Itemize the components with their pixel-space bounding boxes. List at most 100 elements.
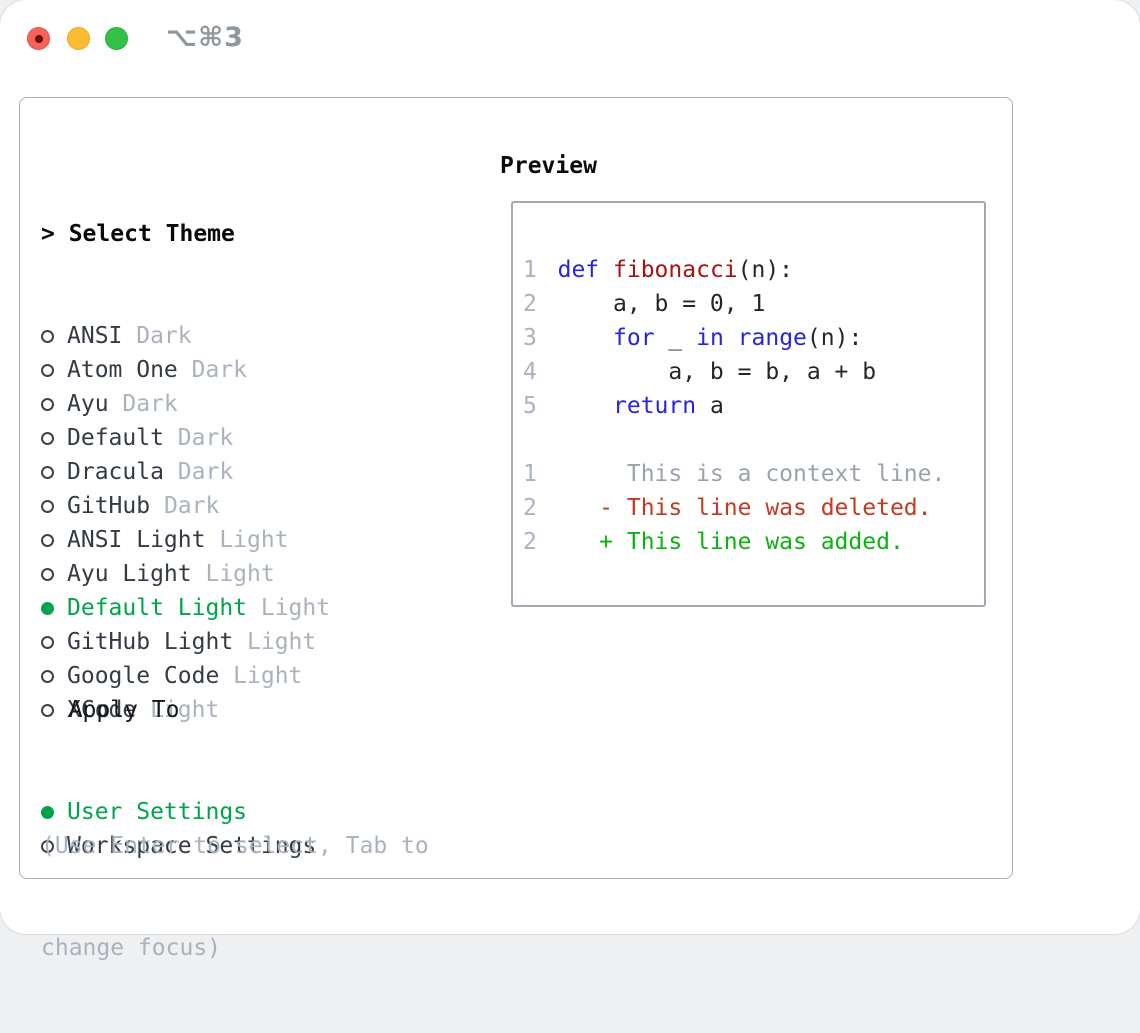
theme-option-label: Default (67, 425, 164, 451)
code-segment: _ (654, 325, 697, 351)
code-segment: - This line was deleted. (557, 495, 932, 521)
radio-icon (41, 635, 54, 649)
theme-option-variant: Dark (177, 425, 234, 451)
code-segment (724, 321, 738, 355)
line-number: 2 (523, 495, 537, 521)
radio-icon (41, 363, 54, 377)
header-cursor: > (41, 221, 69, 247)
code-line: 4 a, b = b, a + b (523, 355, 945, 389)
code-segment: def (557, 257, 600, 283)
code-line: 2 a, b = 0, 1 (523, 287, 945, 321)
theme-option-label: GitHub Light (67, 629, 234, 655)
theme-option-label: XCode (67, 697, 137, 723)
line-number: 2 (523, 529, 537, 555)
theme-option-github[interactable]: GitHub Dark (41, 489, 330, 523)
line-number: 2 (523, 291, 537, 317)
theme-option-google-code[interactable]: Google Code Light (41, 659, 330, 693)
theme-option-default[interactable]: Default Dark (41, 421, 330, 455)
theme-option-variant: Light (150, 697, 220, 723)
code-segment: in (696, 325, 724, 351)
code-segment (558, 321, 613, 355)
code-segment (599, 253, 613, 287)
theme-option-dracula[interactable]: Dracula Dark (41, 455, 330, 489)
close-button[interactable] (27, 27, 50, 50)
code-line: 1 This is a context line. (523, 457, 945, 491)
theme-option-variant: Light (205, 561, 275, 587)
code-line: 2 + This line was added. (523, 525, 945, 559)
theme-list-header: > Select Theme (41, 217, 330, 251)
theme-option-label: ANSI Light (67, 527, 206, 553)
line-number (523, 423, 558, 457)
radio-icon (41, 431, 54, 445)
theme-option-label: Ayu (67, 391, 109, 417)
theme-option-label: Atom One (67, 357, 178, 383)
code-segment: fibonacci (613, 257, 738, 283)
radio-icon (41, 601, 54, 615)
theme-option-variant: Dark (191, 357, 248, 383)
code-segment: return (613, 393, 697, 419)
apply-option-label: User Settings (67, 799, 248, 825)
line-number: 3 (523, 325, 537, 351)
radio-icon (41, 533, 54, 547)
theme-option-label: Dracula (67, 459, 164, 485)
code-line: 5 return a (523, 389, 945, 423)
code-line (523, 423, 945, 457)
theme-option-variant: Light (219, 527, 289, 553)
code-segment: a (696, 393, 724, 419)
theme-option-ansi-light[interactable]: ANSI Light Light (41, 523, 330, 557)
theme-option-variant: Dark (177, 459, 234, 485)
code-segment: a, b = b, a + b (557, 359, 877, 385)
radio-icon (41, 805, 54, 819)
preview-title: Preview (500, 153, 597, 179)
line-number: 1 (523, 257, 537, 283)
apply-option-workspace-settings[interactable]: Workspace Settings (41, 829, 316, 863)
help-text: (Use Enter to select, Tab to change focu… (41, 761, 429, 1033)
code-segment: This is a context line. (557, 461, 946, 487)
theme-option-atom-one[interactable]: Atom One Dark (41, 353, 330, 387)
theme-option-variant: Dark (122, 391, 178, 417)
theme-list-title: Select Theme (68, 221, 235, 247)
theme-option-ayu[interactable]: Ayu Dark (41, 387, 330, 421)
titlebar: ⌥⌘3 (0, 0, 1140, 76)
theme-option-xcode[interactable]: XCode Light (41, 693, 330, 727)
theme-option-label: GitHub (67, 493, 151, 519)
line-number: 4 (523, 359, 537, 385)
theme-option-label: Google Code (67, 663, 220, 689)
radio-icon (41, 329, 54, 343)
window-title: ⌥⌘3 (166, 22, 244, 53)
theme-option-label: ANSI (67, 323, 123, 349)
theme-option-label: Default Light (67, 595, 248, 621)
radio-icon (41, 397, 54, 411)
theme-option-variant: Dark (136, 323, 192, 349)
minimize-button[interactable] (67, 27, 90, 50)
preview-pane: 1 def fibonacci(n): 2 a, b = 0, 1 3 for _ i… (511, 201, 986, 607)
maximize-button[interactable] (105, 27, 128, 50)
code-segment: (n): (737, 257, 794, 283)
radio-icon (41, 465, 54, 479)
theme-option-variant: Light (233, 663, 303, 689)
code-line: 2 - This line was deleted. (523, 491, 945, 525)
code-preview: 1 def fibonacci(n): 2 a, b = 0, 1 3 for _ i… (523, 253, 945, 559)
apply-option-user-settings[interactable]: User Settings (41, 795, 316, 829)
line-number: 1 (523, 461, 537, 487)
radio-icon (41, 703, 54, 717)
radio-icon (41, 669, 54, 683)
code-segment: + This line was added. (557, 529, 904, 555)
theme-option-variant: Dark (163, 493, 220, 519)
code-segment: range (737, 325, 807, 351)
code-segment: for (613, 325, 655, 351)
apply-option-label: Workspace Settings (67, 833, 317, 859)
code-segment (558, 389, 613, 423)
code-segment: a, b = 0, 1 (557, 291, 766, 317)
theme-option-ansi[interactable]: ANSI Dark (41, 319, 330, 353)
help-line-2: change focus) (41, 935, 222, 961)
